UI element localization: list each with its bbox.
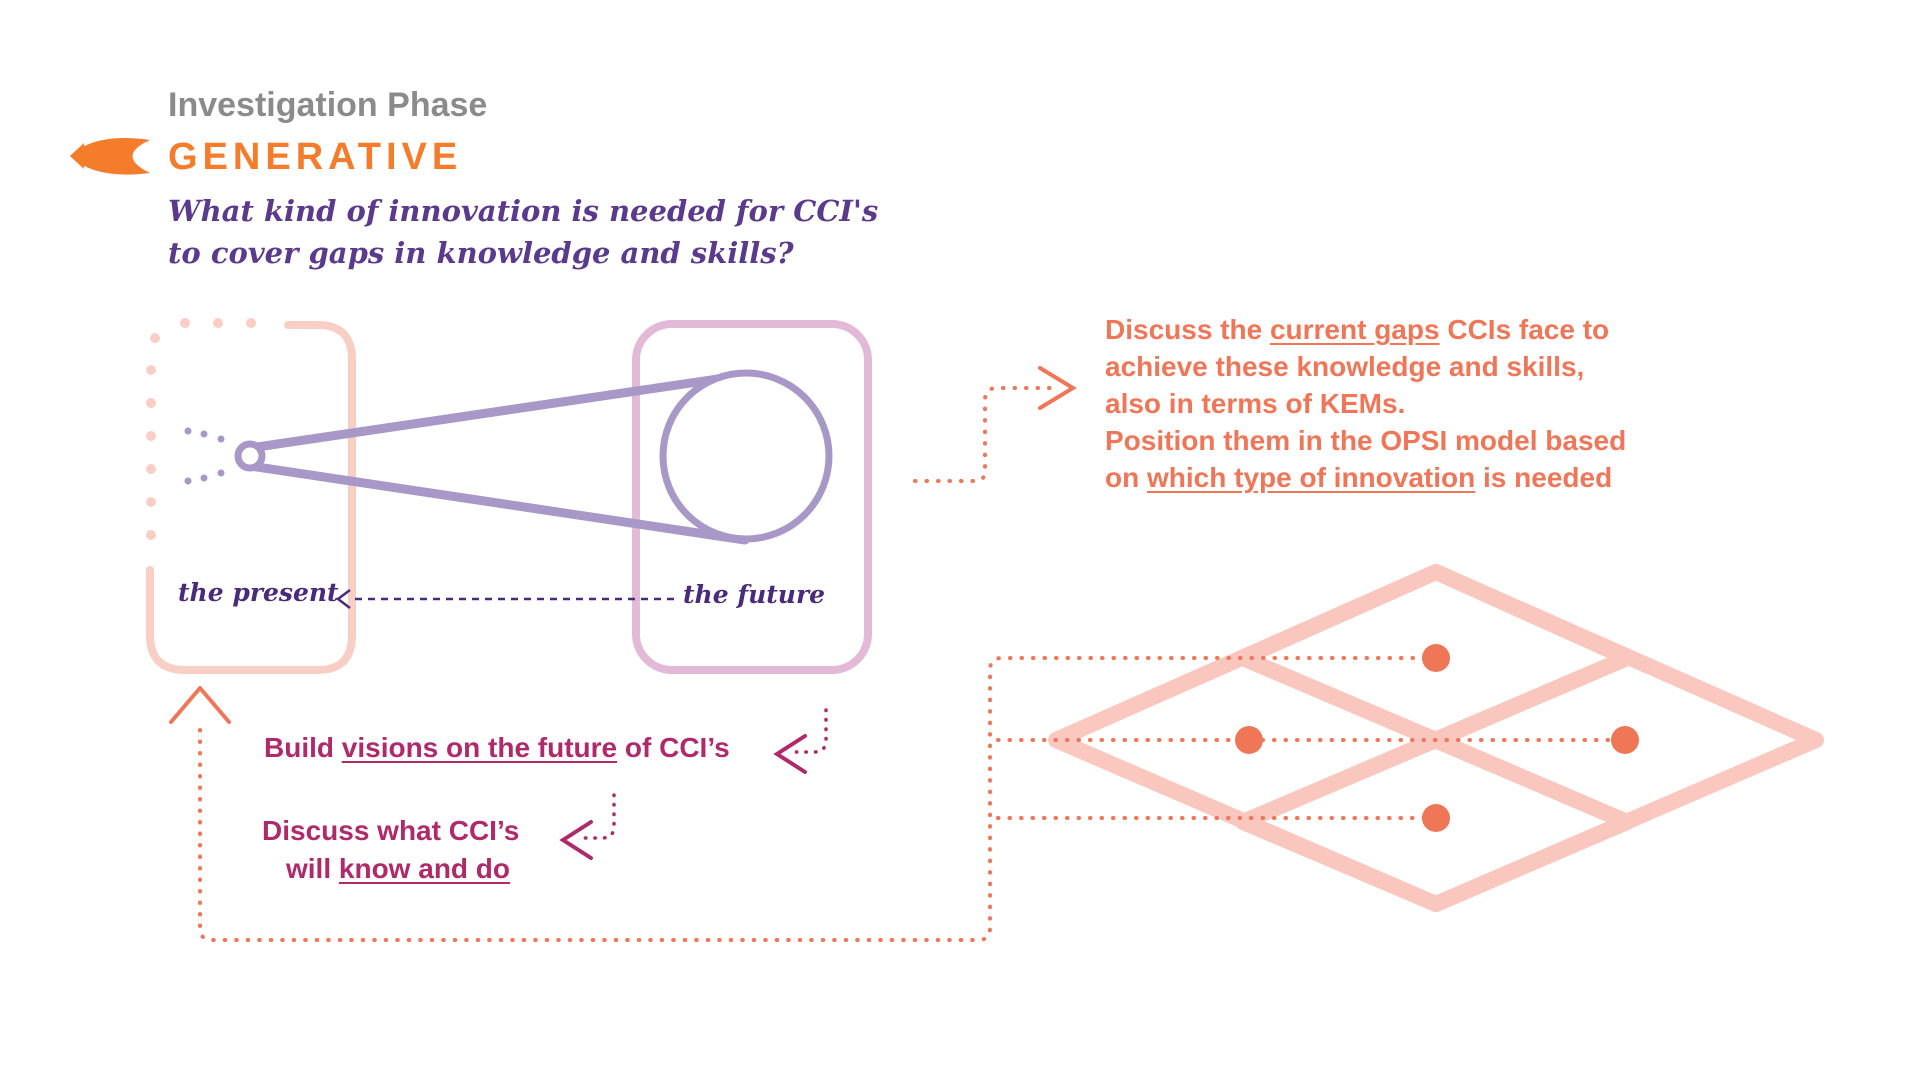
build-text-2: of CCI’s: [617, 732, 730, 763]
gaps-text-1: Discuss the: [1105, 314, 1270, 345]
gaps-text-7: is needed: [1475, 462, 1613, 493]
future-to-present-arrow: [335, 589, 675, 609]
gaps-text-4: also in terms of KEMs.: [1105, 388, 1406, 419]
discuss-know-text: Discuss what CCI’s will know and do: [262, 812, 519, 888]
discuss-know-arrow: [559, 793, 616, 860]
build-text-visions: visions on the future: [341, 732, 618, 763]
stage-title: GENERATIVE: [168, 136, 463, 178]
future-label: the future: [683, 580, 826, 609]
build-visions-text: Build visions on the future of CCI’s: [264, 732, 730, 764]
opsi-diamond-model-icon: [1048, 564, 1824, 912]
telescope-view-dots: [184, 427, 225, 485]
gaps-text-3: achieve these knowledge and skills,: [1105, 351, 1585, 382]
question-line-2: to cover gaps in knowledge and skills?: [168, 236, 794, 270]
discuss-gaps-arrow: [913, 366, 1077, 483]
know-text-1: Discuss what CCI’s: [262, 815, 520, 846]
guiding-question: What kind of innovation is needed for CC…: [168, 190, 878, 274]
opsi-dotted-links: [198, 656, 1625, 942]
question-line-1: What kind of innovation is needed for CC…: [168, 194, 879, 228]
telescope-icon: [234, 369, 833, 545]
build-text-1: Build: [264, 732, 342, 763]
opsi-nodes: [1235, 644, 1639, 832]
gaps-text-5: Position them in the OPSI model based: [1105, 425, 1627, 456]
future-frame: [632, 320, 872, 674]
gaps-text-innovation-type: which type of innovation: [1147, 462, 1476, 493]
discuss-gaps-text: Discuss the current gaps CCIs face to ac…: [1105, 311, 1626, 496]
build-visions-arrow: [773, 708, 828, 774]
know-text-know-and-do: know and do: [338, 853, 511, 884]
gaps-text-2: CCIs face to: [1439, 314, 1610, 345]
present-label: the present: [178, 578, 339, 607]
loop-back-arrowhead: [169, 686, 231, 724]
phase-title: Investigation Phase: [168, 86, 488, 124]
fish-logo-icon: [70, 138, 150, 175]
present-frame: [146, 318, 356, 674]
gaps-text-current-gaps: current gaps: [1269, 314, 1440, 345]
gaps-text-6: on: [1105, 462, 1147, 493]
know-text-2: will: [286, 853, 339, 884]
